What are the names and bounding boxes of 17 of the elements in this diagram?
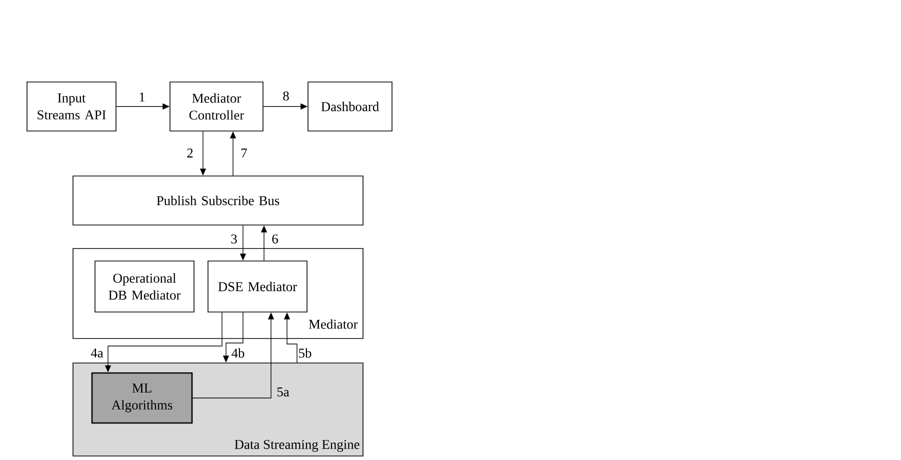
edge-label: 7	[242, 148, 247, 158]
edge-label: 2	[187, 148, 193, 158]
edge-label: 4b	[232, 348, 244, 358]
process-box: Operational DB Mediator	[94, 260, 194, 312]
process-box: DSE Mediator	[208, 260, 308, 312]
process-box: Mediator Controller	[170, 82, 264, 132]
edge-label: 6	[272, 234, 278, 244]
edge-label: 3	[231, 234, 237, 244]
edge-label: 4a	[90, 348, 104, 358]
process-box: Publish Subscribe Bus	[72, 176, 364, 226]
edge-label: 8	[283, 91, 289, 101]
edge-label: 5a	[277, 388, 290, 396]
edge-label: 5b	[299, 348, 312, 358]
edge-label: 1	[140, 92, 145, 102]
process-box: Input Streams API	[26, 82, 116, 132]
process-box: Dashboard	[308, 82, 392, 132]
process-box: ML Algorithms	[91, 372, 193, 424]
